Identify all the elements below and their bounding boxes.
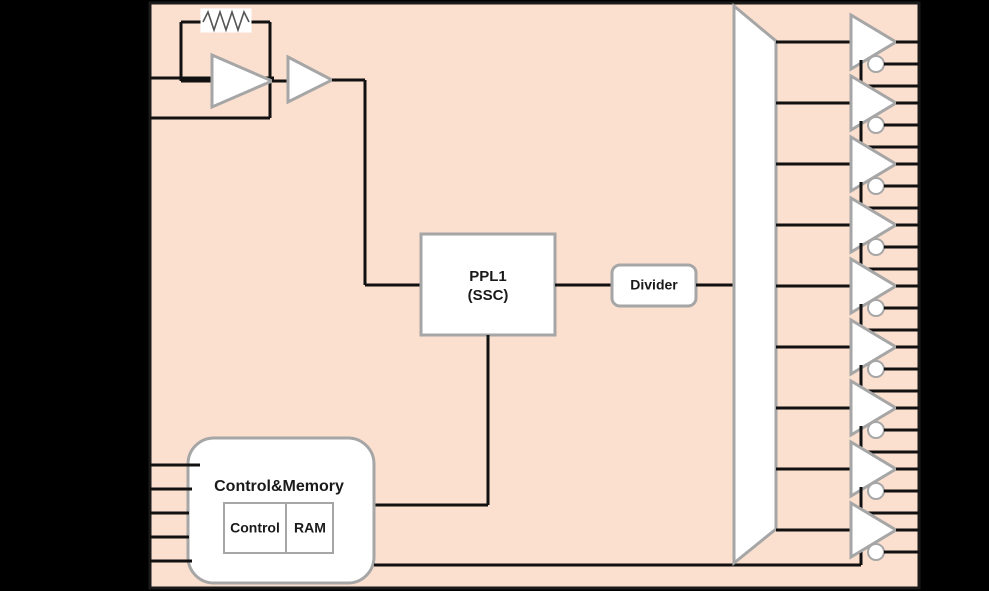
feedback-resistor — [200, 8, 252, 33]
left-control-pins — [150, 463, 200, 563]
inverting-bubble-9 — [867, 543, 885, 561]
inverting-bubble-8 — [867, 482, 885, 500]
inverting-bubble-5 — [867, 299, 885, 317]
output-buffer-9[interactable] — [776, 500, 919, 561]
pll-block[interactable] — [419, 232, 557, 337]
inverting-bubble-7 — [867, 421, 885, 439]
inverting-bubble-6 — [867, 360, 885, 378]
control-subblock-label: Control — [230, 520, 280, 536]
oscillator-inverter-icon — [210, 52, 276, 110]
pll-label-line2: (SSC) — [468, 287, 509, 304]
output-buffer-8[interactable] — [776, 439, 919, 515]
output-buffer-2[interactable] — [776, 73, 919, 149]
output-buffer-5[interactable] — [776, 256, 919, 332]
inverting-bubble-4 — [867, 238, 885, 256]
inverting-bubble-2 — [867, 116, 885, 134]
control-memory-label: Control&Memory — [214, 478, 344, 495]
pll-label-line1: PPL1 — [469, 268, 507, 285]
oscillator-buffer-icon — [286, 54, 336, 105]
inverting-bubble-3 — [867, 177, 885, 195]
osc-to-pll-wire — [332, 78, 421, 287]
pll-to-control-wire — [374, 335, 490, 507]
output-buffer-1[interactable] — [776, 12, 919, 88]
inverting-bubble-1 — [867, 55, 885, 73]
ram-subblock-label: RAM — [294, 520, 326, 536]
ram-subblock[interactable] — [285, 502, 334, 554]
output-buffer-3[interactable] — [776, 134, 919, 210]
output-buffer-4[interactable] — [776, 195, 919, 271]
resistor-feedback-wires — [179, 20, 272, 83]
clock-fanout-trapezoid[interactable] — [732, 2, 778, 567]
output-buffer-7[interactable] — [776, 378, 919, 454]
divider-label: Divider — [630, 277, 678, 293]
output-buffer-6[interactable] — [776, 317, 919, 393]
